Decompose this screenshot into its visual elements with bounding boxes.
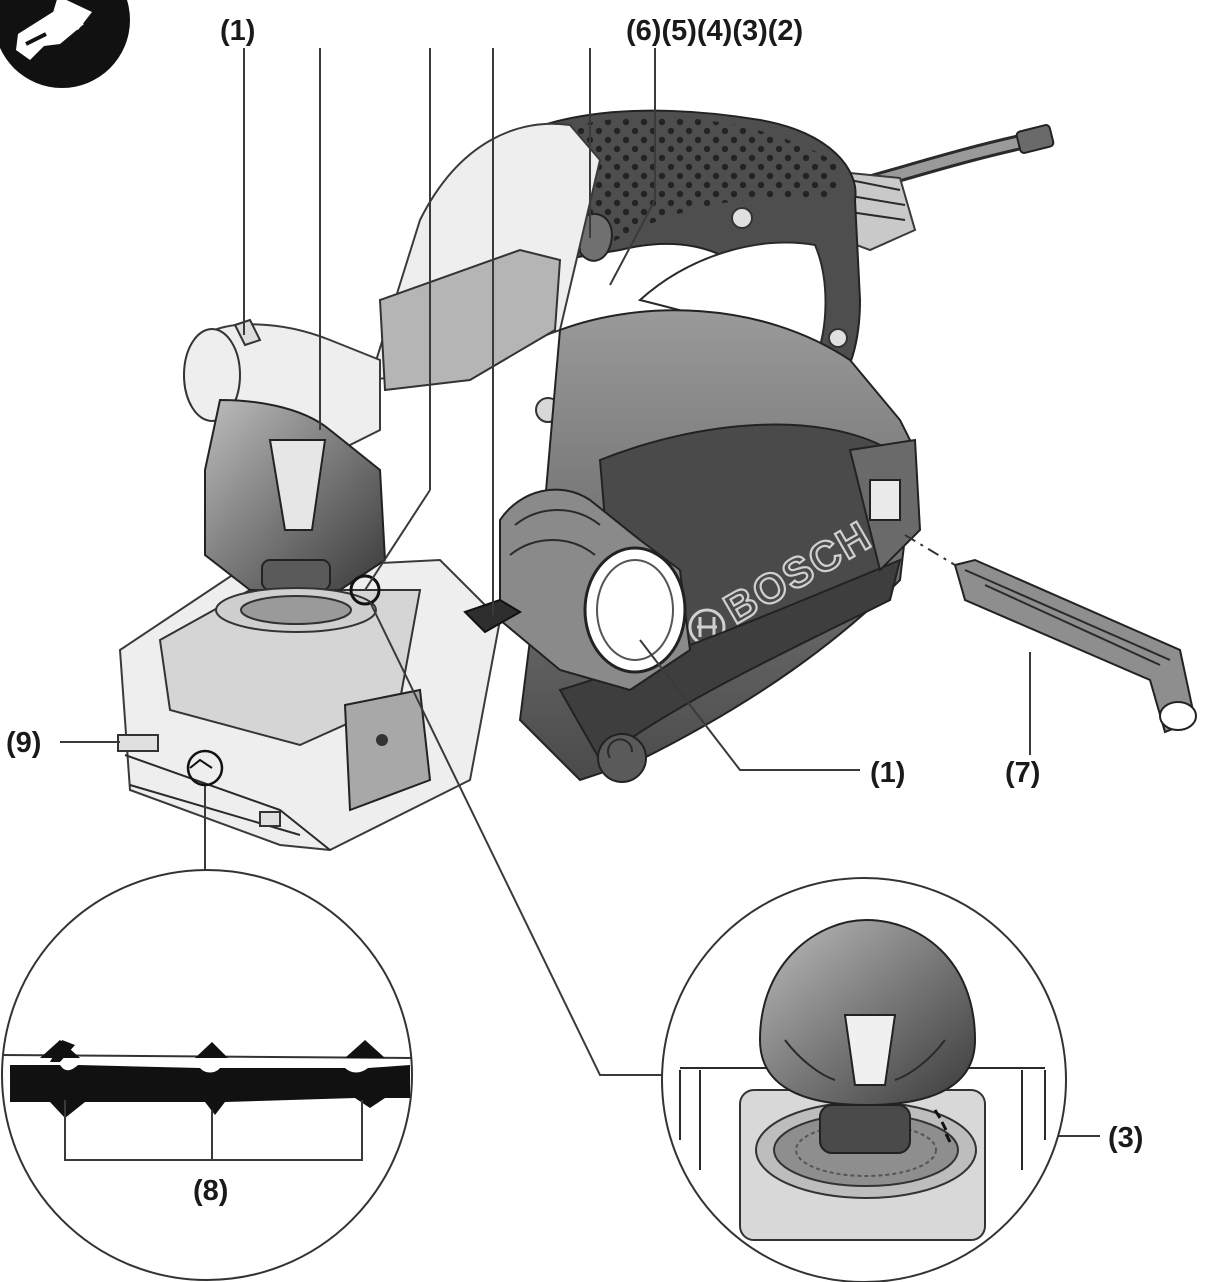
leader-lines <box>60 48 1100 1137</box>
detail-depth-knob <box>661 877 1067 1282</box>
callout-2-6-top: (6)(5)(4)(3)(2) <box>626 15 803 47</box>
callout-labels: (1) (6)(5)(4)(3)(2) (1) (7) (9) (8) (3) <box>6 15 1143 1207</box>
callout-1-top: (1) <box>220 15 255 47</box>
callout-1-right: (1) <box>870 757 905 789</box>
callout-8: (8) <box>193 1175 228 1207</box>
callout-9: (9) <box>6 727 41 759</box>
parallel-guide <box>904 534 1197 734</box>
book-hand-icon <box>0 0 130 88</box>
planer-body: BOSCH <box>117 109 1055 852</box>
detail-base-grooves <box>1 869 413 1281</box>
callout-3: (3) <box>1108 1122 1143 1154</box>
callout-7: (7) <box>1005 757 1040 789</box>
